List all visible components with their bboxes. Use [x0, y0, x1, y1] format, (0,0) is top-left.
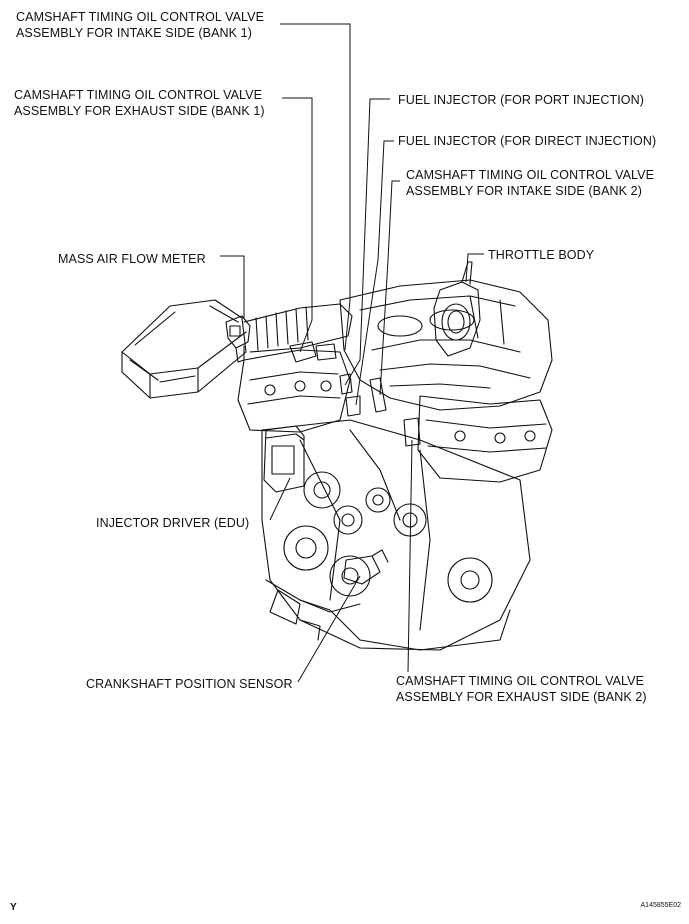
air-cleaner-box	[121, 299, 247, 399]
intake-manifold	[339, 279, 553, 411]
label-fuel-injector-direct: FUEL INJECTOR (FOR DIRECT INJECTION)	[398, 134, 657, 148]
leader-fuel-injector-direct	[355, 140, 394, 406]
leader-lines	[220, 23, 484, 683]
label-line: CAMSHAFT TIMING OIL CONTROL VALVE	[396, 674, 645, 688]
label-line: CAMSHAFT TIMING OIL CONTROL VALVE	[406, 168, 655, 182]
leader-crankshaft	[297, 575, 361, 683]
label-throttle-body: THROTTLE BODY	[488, 248, 595, 262]
label-fuel-injector-port: FUEL INJECTOR (FOR PORT INJECTION)	[398, 93, 645, 107]
valley-components	[289, 341, 421, 447]
label-crankshaft-position-sensor: CRANKSHAFT POSITION SENSOR	[86, 677, 293, 691]
mass-air-flow-meter	[225, 315, 251, 363]
leader-camshaft-intake-bank1	[280, 23, 351, 351]
oil-pan	[265, 579, 511, 651]
label-line: ASSEMBLY FOR INTAKE SIDE (BANK 1)	[16, 26, 252, 40]
leader-camshaft-intake-bank2	[379, 180, 400, 396]
label-line: ASSEMBLY FOR EXHAUST SIDE (BANK 1)	[14, 104, 265, 118]
leader-camshaft-exhaust-bank2	[407, 439, 413, 673]
label-camshaft-exhaust-bank1: CAMSHAFT TIMING OIL CONTROL VALVE ASSEMB…	[14, 87, 265, 119]
leader-camshaft-exhaust-bank1	[282, 97, 313, 353]
label-mass-air-flow-meter: MASS AIR FLOW METER	[58, 252, 206, 266]
leader-throttle-body	[465, 253, 484, 283]
intake-duct	[243, 303, 353, 353]
leader-mass-air-flow	[220, 255, 245, 318]
throttle-body	[433, 261, 481, 357]
label-camshaft-intake-bank1: CAMSHAFT TIMING OIL CONTROL VALVE ASSEMB…	[16, 9, 264, 41]
label-injector-driver: INJECTOR DRIVER (EDU)	[96, 516, 250, 530]
cylinder-head-bank2	[417, 395, 553, 483]
leader-fuel-injector-port	[344, 98, 390, 386]
footer-mark: Y	[10, 902, 17, 913]
label-line: CAMSHAFT TIMING OIL CONTROL VALVE	[14, 88, 263, 102]
cylinder-head-bank1	[237, 349, 351, 433]
engine-block	[261, 419, 531, 651]
figure-code: A145855E02	[640, 902, 681, 909]
label-camshaft-intake-bank2: CAMSHAFT TIMING OIL CONTROL VALVE ASSEMB…	[406, 167, 654, 199]
label-line: ASSEMBLY FOR EXHAUST SIDE (BANK 2)	[396, 690, 647, 704]
injector-driver-edu	[263, 425, 305, 493]
label-camshaft-exhaust-bank2: CAMSHAFT TIMING OIL CONTROL VALVE ASSEMB…	[396, 673, 647, 705]
label-line: CAMSHAFT TIMING OIL CONTROL VALVE	[16, 10, 265, 24]
engine-pulleys	[283, 471, 493, 613]
label-line: ASSEMBLY FOR INTAKE SIDE (BANK 2)	[406, 184, 642, 198]
leader-injector-driver	[269, 477, 291, 521]
crankshaft-position-sensor	[343, 549, 389, 585]
